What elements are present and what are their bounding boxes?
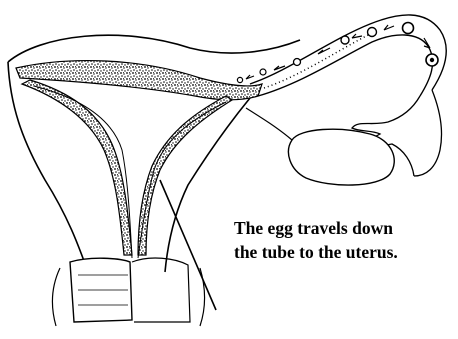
egg-path <box>237 23 438 83</box>
egg <box>403 23 414 34</box>
direction-arrows <box>246 25 430 79</box>
ovary <box>288 129 394 185</box>
caption-line-2: the tube to the uterus. <box>234 240 398 264</box>
tube-lining <box>264 34 370 88</box>
caption: The egg travels down the tube to the ute… <box>234 216 398 264</box>
egg <box>260 69 266 75</box>
arrow-icon <box>384 25 394 30</box>
egg <box>341 36 349 44</box>
egg-nucleus <box>430 58 434 62</box>
fallopian-tube <box>250 15 446 96</box>
egg <box>237 77 242 82</box>
ovarian-ligament <box>246 108 292 140</box>
arrow-icon <box>352 34 362 38</box>
arrow-icon <box>246 75 254 79</box>
caption-line-1: The egg travels down <box>234 216 398 240</box>
egg <box>294 59 301 66</box>
egg <box>368 28 377 37</box>
